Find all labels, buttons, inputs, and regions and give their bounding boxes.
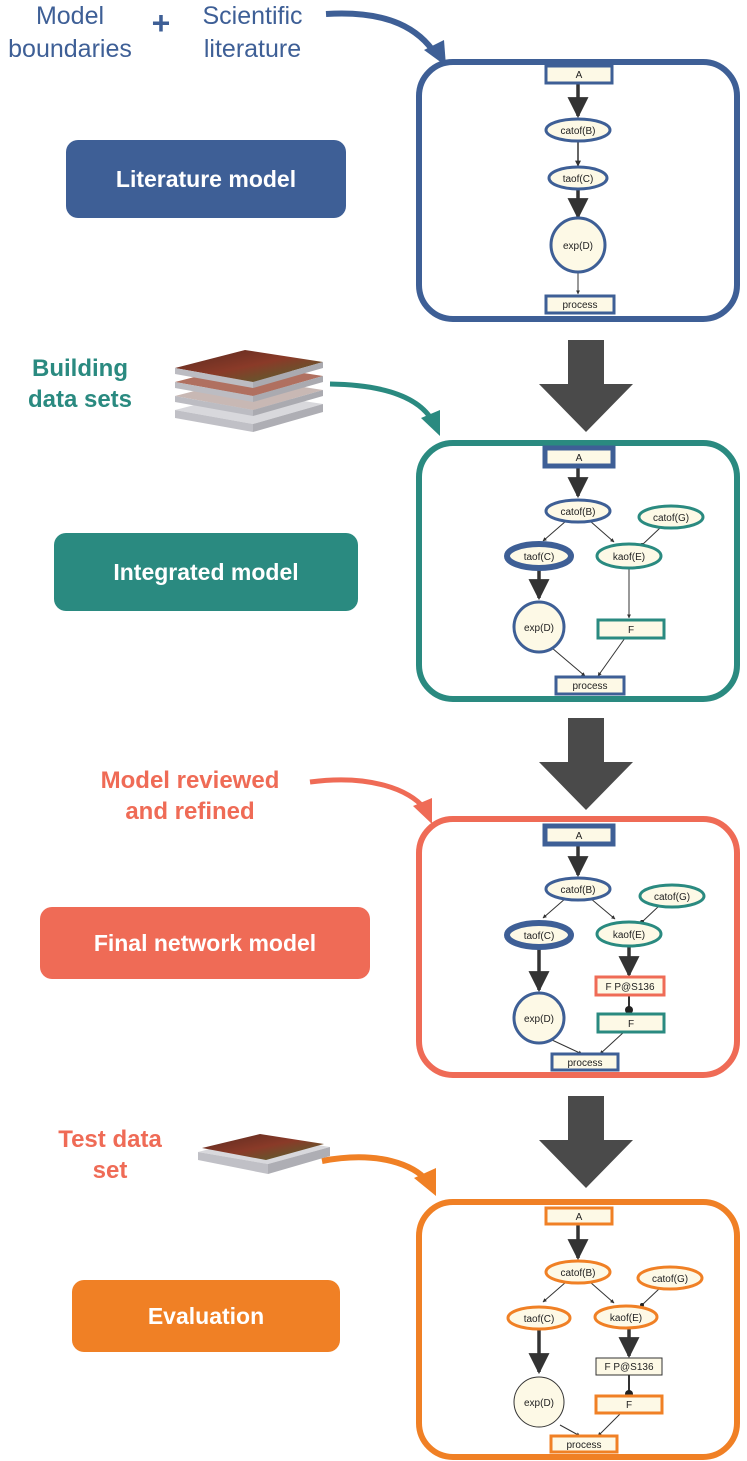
label-process: process — [567, 1058, 602, 1069]
label-exp-d: exp(D) — [563, 241, 593, 252]
node-taof-c — [504, 920, 574, 950]
label-process: process — [562, 300, 597, 311]
label-f: F — [628, 1019, 634, 1030]
label-a: A — [576, 831, 583, 842]
arrow-test-input — [321, 1154, 429, 1183]
node-catof-b — [544, 1259, 612, 1285]
node-process — [544, 294, 616, 315]
label-taof-c: taof(C) — [563, 174, 594, 185]
model-reviewed-label: Model reviewed and refined — [70, 765, 310, 827]
test-data-set-line1: Test data — [58, 1126, 162, 1153]
arrow-reviewed-input-head — [413, 798, 432, 824]
label-kaof-e: kaof(E) — [613, 552, 645, 563]
label-catof-b: catof(B) — [560, 126, 595, 137]
node-exp-d — [513, 1376, 565, 1428]
node-kaof-e — [595, 542, 663, 570]
node-a — [544, 64, 614, 85]
label-taof-c: taof(C) — [524, 1314, 555, 1325]
label-catof-g: catof(G) — [653, 513, 689, 524]
node-process — [554, 675, 626, 696]
arrow-literature-input — [325, 10, 439, 57]
arrow-test-input-head — [414, 1168, 436, 1196]
arrow-datasets-input — [329, 381, 435, 422]
label-catof-b: catof(B) — [560, 885, 595, 896]
node-exp-d — [512, 991, 566, 1045]
label-a: A — [576, 1212, 583, 1223]
node-f — [596, 618, 666, 640]
label-f-p: F P@S136 — [605, 982, 655, 993]
node-catof-b — [544, 117, 612, 143]
arrow-datasets-input-head — [421, 410, 440, 436]
panel-final — [416, 816, 740, 1078]
building-data-sets-line2: data sets — [27, 386, 133, 414]
label-kaof-e: kaof(E) — [610, 1313, 642, 1324]
building-data-sets-label: Building data sets — [5, 353, 155, 415]
node-catof-b — [544, 498, 612, 524]
scientific-literature-line1: Scientific — [202, 2, 303, 30]
node-exp-d — [549, 216, 607, 274]
label-f-p: F P@S136 — [604, 1362, 654, 1373]
node-a — [544, 1206, 614, 1226]
building-data-sets-line1: Building — [32, 355, 128, 382]
node-a — [542, 445, 616, 469]
node-kaof-e — [595, 920, 663, 948]
label-catof-b: catof(B) — [560, 1268, 595, 1279]
label-a: A — [576, 70, 583, 81]
stage-integrated-model: Integrated model — [54, 533, 358, 611]
model-boundaries-line2: boundaries — [8, 34, 132, 63]
node-process — [550, 1052, 620, 1072]
node-f-p — [595, 1357, 663, 1376]
label-exp-d: exp(D) — [524, 1014, 554, 1025]
node-taof-c — [506, 1305, 572, 1331]
node-catof-g — [638, 883, 706, 909]
label-catof-g: catof(G) — [652, 1274, 688, 1285]
model-boundaries-line1: Model — [35, 2, 105, 30]
node-taof-c — [547, 165, 609, 191]
label-catof-g: catof(G) — [654, 892, 690, 903]
label-kaof-e: kaof(E) — [613, 930, 645, 941]
test-data-set-label: Test data set — [45, 1124, 175, 1186]
data-stack-image — [175, 350, 323, 432]
label-a: A — [576, 453, 583, 464]
node-catof-g — [637, 504, 705, 530]
label-taof-c: taof(C) — [524, 931, 555, 942]
test-data-image — [198, 1134, 330, 1174]
label-process: process — [572, 681, 607, 692]
down-arrow-2 — [539, 718, 633, 810]
arrow-literature-input-head — [424, 40, 446, 66]
node-a — [542, 823, 616, 847]
stage-final-network-model: Final network model — [40, 907, 370, 979]
plus-sign: + — [151, 5, 171, 41]
label-catof-b: catof(B) — [560, 507, 595, 518]
stage-evaluation: Evaluation — [72, 1280, 340, 1352]
node-f — [594, 1394, 664, 1415]
label-exp-d: exp(D) — [524, 623, 554, 634]
stage-literature-model: Literature model — [66, 140, 346, 218]
node-exp-d — [512, 600, 566, 654]
down-arrow-3 — [539, 1096, 633, 1188]
label-taof-c: taof(C) — [524, 552, 555, 563]
down-arrow-1 — [539, 340, 633, 432]
label-process: process — [566, 1440, 601, 1451]
node-taof-c — [504, 541, 574, 571]
label-exp-d: exp(D) — [524, 1398, 554, 1409]
arrow-reviewed-input — [309, 777, 426, 810]
scientific-literature-label: Scientific literature — [185, 0, 320, 65]
label-f: F — [628, 625, 634, 636]
model-reviewed-line1: Model reviewed — [100, 767, 280, 794]
node-process — [549, 1434, 619, 1454]
node-catof-g — [636, 1265, 704, 1291]
node-catof-b — [544, 876, 612, 902]
label-f: F — [626, 1400, 632, 1411]
node-f — [596, 1012, 666, 1034]
scientific-literature-line2: literature — [203, 34, 302, 63]
node-f-p — [594, 975, 666, 997]
node-kaof-e — [593, 1304, 659, 1330]
test-data-set-line2: set — [92, 1157, 128, 1185]
panel-evaluation — [416, 1199, 740, 1460]
model-boundaries-label: Model boundaries — [0, 0, 140, 65]
model-reviewed-line2: and refined — [125, 798, 255, 826]
